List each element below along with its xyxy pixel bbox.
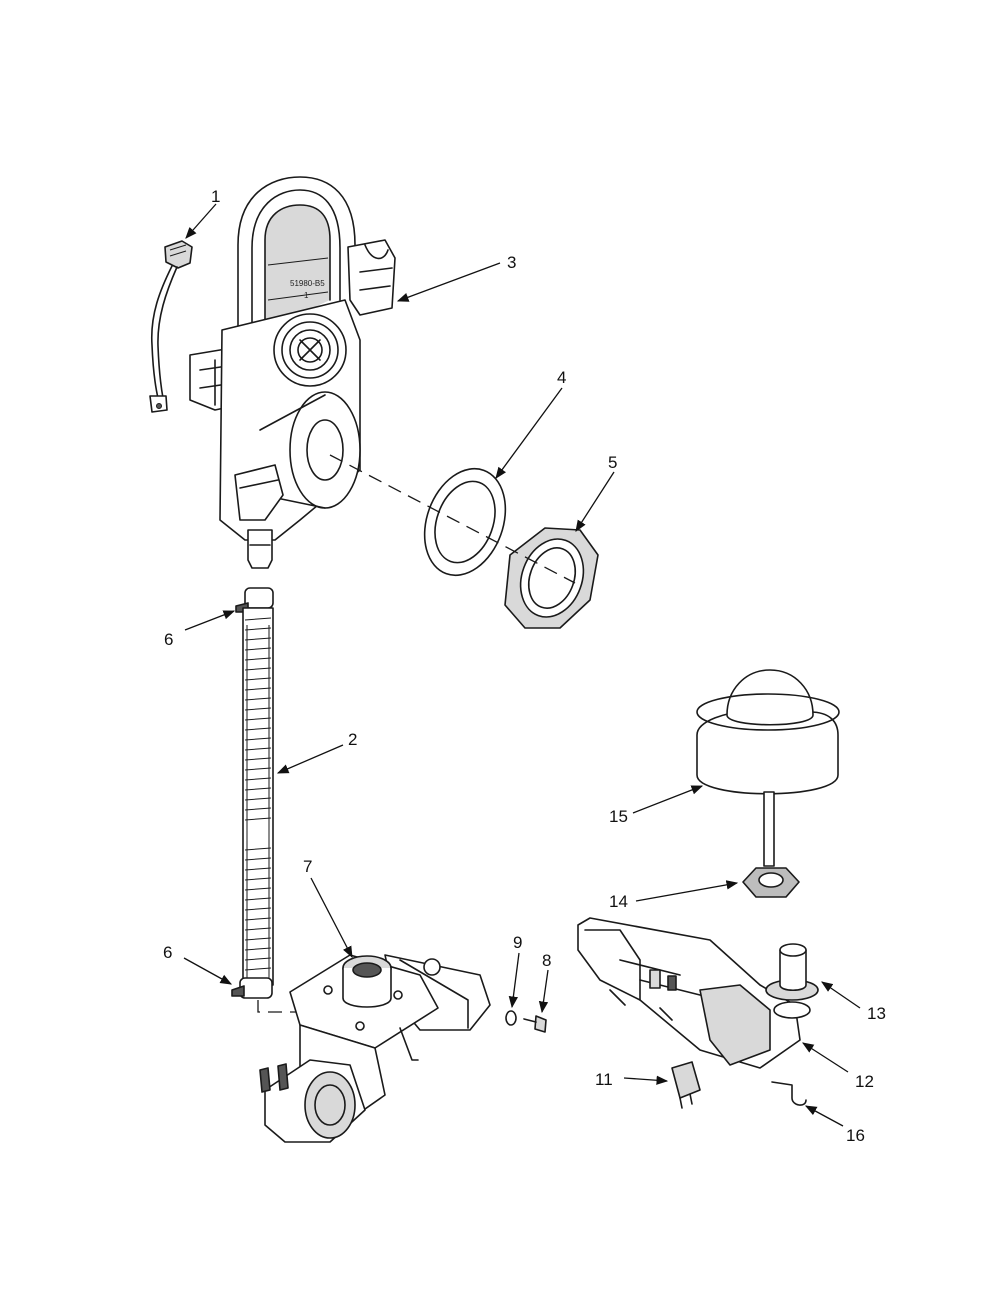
- callout-5: 5: [608, 453, 617, 472]
- callout-12: 12: [855, 1072, 874, 1091]
- leader-14: [635, 880, 739, 902]
- leader-1: [185, 203, 217, 239]
- leader-3: [396, 262, 501, 302]
- leader-12: [802, 1042, 849, 1073]
- callout-6-lower: 6: [163, 943, 172, 962]
- part-12-float-switch-bracket: [577, 917, 801, 1069]
- callout-1: 1: [211, 187, 220, 206]
- callout-14: 14: [609, 892, 628, 911]
- housing-code-text: 51980-B5: [290, 279, 325, 288]
- part-14-hex-nut: [742, 867, 800, 898]
- leader-16: [804, 1105, 844, 1127]
- part-15-float: [696, 669, 840, 867]
- callout-6-upper: 6: [164, 630, 173, 649]
- callout-16: 16: [846, 1126, 865, 1145]
- part-11-micro-switch: [671, 1061, 701, 1109]
- leader-6a: [184, 610, 236, 631]
- part-7-inlet-valve: [259, 954, 491, 1143]
- leader-5: [575, 471, 615, 532]
- part-16-clip: [771, 1081, 807, 1106]
- callout-2: 2: [348, 730, 357, 749]
- assembly-axis-line: [329, 454, 576, 584]
- callout-3: 3: [507, 253, 516, 272]
- callout-8: 8: [542, 951, 551, 970]
- leader-15: [632, 785, 704, 814]
- leader-9: [508, 952, 520, 1009]
- housing-code-digit: 1: [304, 291, 309, 300]
- part-13-plunger: [765, 943, 819, 1019]
- part-1-wire-harness: [149, 240, 193, 413]
- part-4-gasket: [423, 467, 507, 577]
- part-6-lower-hose-clamp: [231, 977, 273, 999]
- callout-13: 13: [867, 1004, 886, 1023]
- leader-13: [821, 981, 861, 1009]
- leader-6b: [183, 957, 233, 985]
- leader-8: [538, 969, 549, 1014]
- callout-7: 7: [303, 857, 312, 876]
- part-8-screw: [523, 1015, 547, 1033]
- leader-4: [495, 387, 563, 479]
- callout-leaders: [183, 203, 861, 1127]
- callout-4: 4: [557, 368, 566, 387]
- leader-2: [276, 744, 344, 774]
- callout-11: 11: [595, 1070, 613, 1089]
- hose-connection-line: [257, 1000, 300, 1013]
- callout-15: 15: [609, 807, 628, 826]
- part-5-retainer-nut: [504, 527, 599, 629]
- callout-labels: 1 2 3 4 5 6 6 7 8 9 11 12 13 14 15 16: [163, 187, 886, 1145]
- part-9-washer: [505, 1010, 517, 1026]
- leader-7: [310, 877, 353, 959]
- callout-9: 9: [513, 933, 522, 952]
- part-2-corrugated-hose: [242, 607, 274, 986]
- part-3-housing: 51980-B5 1: [189, 176, 396, 569]
- leader-11: [623, 1075, 669, 1085]
